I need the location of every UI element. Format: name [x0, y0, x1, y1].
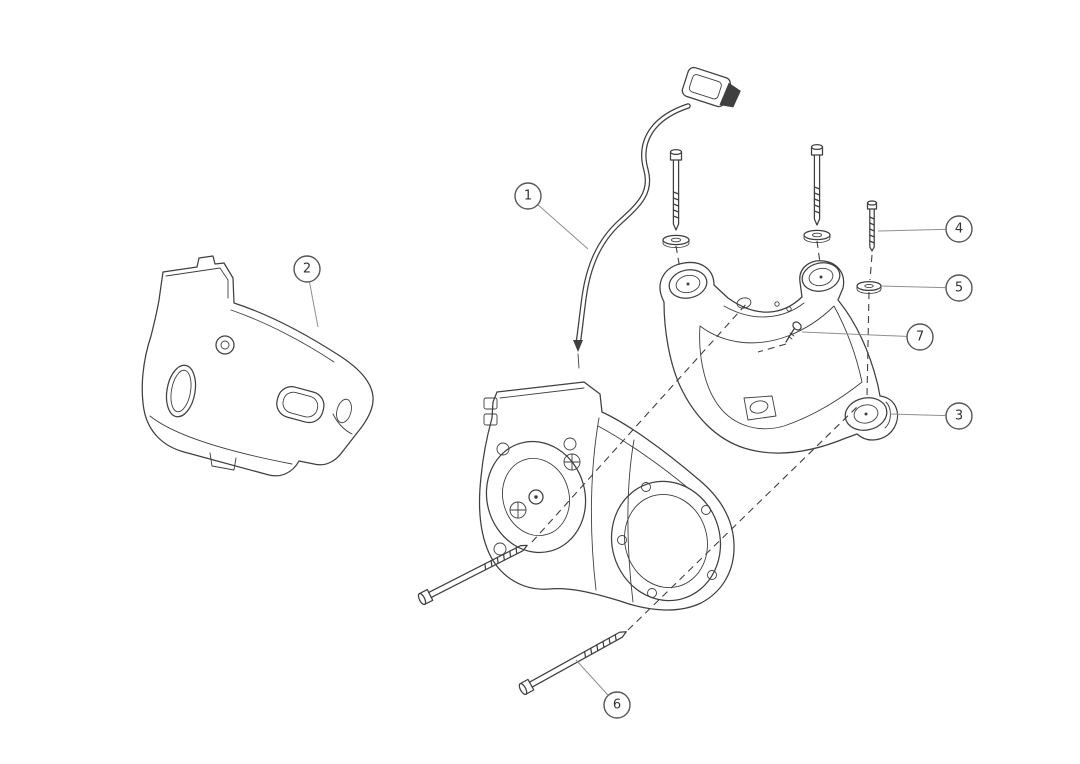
- balloon-circle: [945, 274, 973, 302]
- assembly-axis-dashed-lines: [531, 240, 873, 631]
- harness-connector: [681, 66, 741, 108]
- screw-illustration: [785, 321, 802, 343]
- washer-illustration: [856, 280, 882, 294]
- balloon-circle: [514, 182, 542, 210]
- datum-mark: [563, 453, 581, 471]
- bolt-illustration: [866, 200, 878, 252]
- washer-illustration: [803, 229, 831, 244]
- compressor-illustration: [478, 381, 735, 611]
- callout-1[interactable]: 1: [514, 182, 589, 250]
- bushing: [668, 269, 708, 299]
- bracket-illustration: [659, 260, 899, 454]
- balloon-circle: [906, 323, 934, 351]
- bolt-illustration: [517, 625, 630, 697]
- callout-2[interactable]: 2: [293, 255, 321, 328]
- cable: [575, 103, 691, 347]
- datum-mark: [509, 501, 527, 519]
- callouts: 1 2 3 4 5: [293, 182, 973, 719]
- leader-line: [801, 331, 921, 338]
- balloon-circle: [603, 691, 631, 719]
- bushing: [801, 262, 841, 292]
- cover-hole-oval: [165, 364, 197, 418]
- balloon-circle: [945, 402, 973, 430]
- bolt-illustration: [669, 148, 683, 231]
- balloon-circle: [293, 255, 321, 283]
- callout-4[interactable]: 4: [877, 215, 973, 243]
- cover-hole-slot: [276, 386, 325, 424]
- bolt-illustration: [416, 539, 531, 607]
- callout-6[interactable]: 6: [575, 659, 631, 719]
- callout-5[interactable]: 5: [880, 274, 973, 302]
- callout-3[interactable]: 3: [889, 402, 973, 430]
- bushing: [844, 397, 891, 431]
- bolt-illustration: [810, 143, 824, 226]
- washer-illustration: [662, 234, 690, 249]
- callout-7[interactable]: 7: [801, 323, 934, 351]
- cable-end-fitting: [573, 340, 583, 352]
- balloon-circle: [945, 215, 973, 243]
- harness-cable-illustration: [573, 66, 741, 369]
- cover-illustration: [141, 255, 374, 477]
